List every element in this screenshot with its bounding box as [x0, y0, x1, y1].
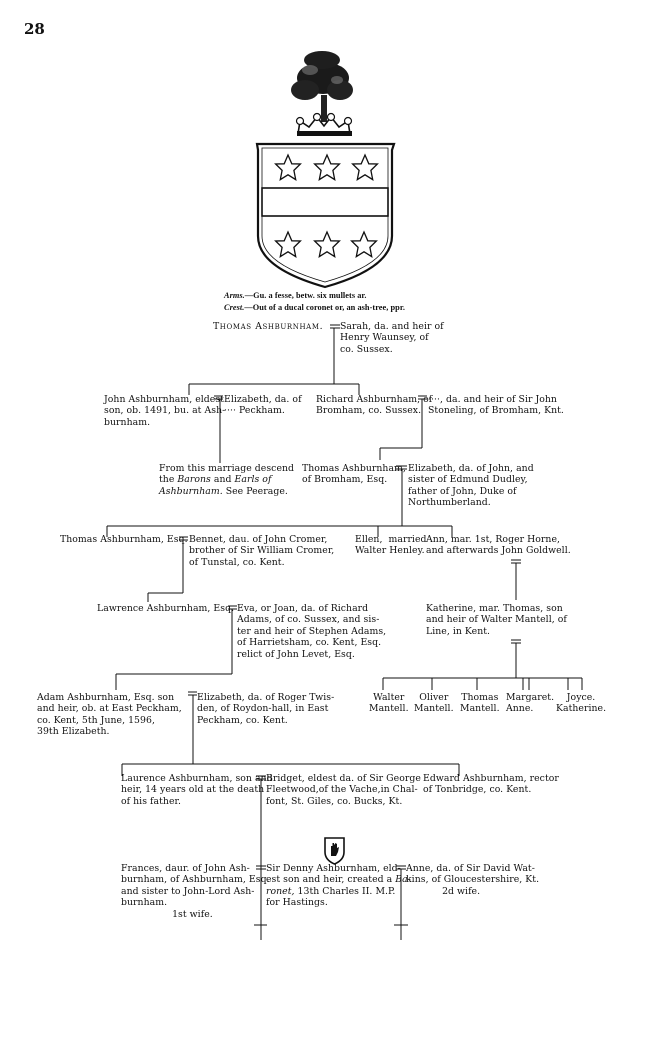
person-thomas-ashburnham-esq: Thomas Ashburnham, Esq. — [60, 534, 188, 545]
person-john-ashburnham: John Ashburnham, eldest son, ob. 1491, b… — [104, 394, 226, 428]
person-eva-joan: Eva, or Joan, da. of Richard Adams, of c… — [237, 603, 387, 660]
descent-note: From this marriage descend the Barons an… — [159, 463, 295, 497]
person-bennet: Bennet, dau. of John Cromer, brother of … — [189, 534, 335, 568]
person-thomas-bromham: Thomas Ashburnham, of Bromham, Esq. — [302, 463, 406, 486]
mantell-child: Joyce. Katherine. — [556, 692, 607, 715]
person-ann: Ann, mar. 1st, Roger Horne, and afterwar… — [426, 534, 571, 557]
mantell-child: Walter Mantell. — [369, 692, 409, 715]
person-thomas-ashburnham: Thomas Ashburnham. — [213, 321, 324, 332]
red-hand-badge-icon — [324, 837, 345, 865]
page-number: 28 — [24, 20, 45, 38]
person-elizabeth-peckham: Elizabeth, da. of ···· Peckham. — [224, 394, 302, 417]
person-lawrence-ashburnham: Lawrence Ashburnham, Esq. — [97, 603, 235, 614]
person-ellen: Ellen, married Walter Henley. — [355, 534, 427, 557]
person-laurence-ashburnham: Laurence Ashburnham, son and heir, 14 ye… — [121, 773, 273, 807]
person-elizabeth-dudley: Elizabeth, da. of John, and sister of Ed… — [408, 463, 534, 509]
person-edward-ashburnham: Edward Ashburnham, rector of Tonbridge, … — [423, 773, 559, 796]
person-adam-ashburnham: Adam Ashburnham, Esq. son and heir, ob. … — [37, 692, 182, 738]
mantell-child: Oliver Mantell. — [414, 692, 454, 715]
person-richard-ashburnham: Richard Ashburnham, of Bromham, co. Suss… — [316, 394, 433, 417]
person-sarah: Sarah, da. and heir of Henry Waunsey, of… — [340, 321, 444, 355]
person-anne-watkins: Anne, da. of Sir David Wat- kins, of Glo… — [406, 863, 540, 897]
person-elizabeth-twisden: Elizabeth, da. of Roger Twis- den, of Ro… — [197, 692, 335, 726]
mantell-child: Thomas Mantell. — [460, 692, 500, 715]
person-bridget-fleetwood: Bridget, eldest da. of Sir George Fleetw… — [266, 773, 421, 807]
mantell-child: Margaret. Anne. — [506, 692, 555, 715]
person-sir-denny-ashburnham: Sir Denny Ashburnham, eld- est son and h… — [266, 863, 411, 909]
person-stoneling-heir: ····, da. and heir of Sir John Stoneling… — [428, 394, 564, 417]
person-frances: Frances, daur. of John Ash- burnham, of … — [121, 863, 270, 920]
person-katherine-mantell: Katherine, mar. Thomas, son and heir of … — [426, 603, 567, 637]
ash-tree-coronet-crest-icon — [291, 51, 353, 136]
crest-caption: Crest.—Out of a ducal coronet or, an ash… — [224, 303, 405, 312]
heraldic-shield-icon — [255, 142, 396, 289]
arms-caption: Arms.—Gu. a fesse, betw. six mullets ar. — [224, 291, 367, 300]
